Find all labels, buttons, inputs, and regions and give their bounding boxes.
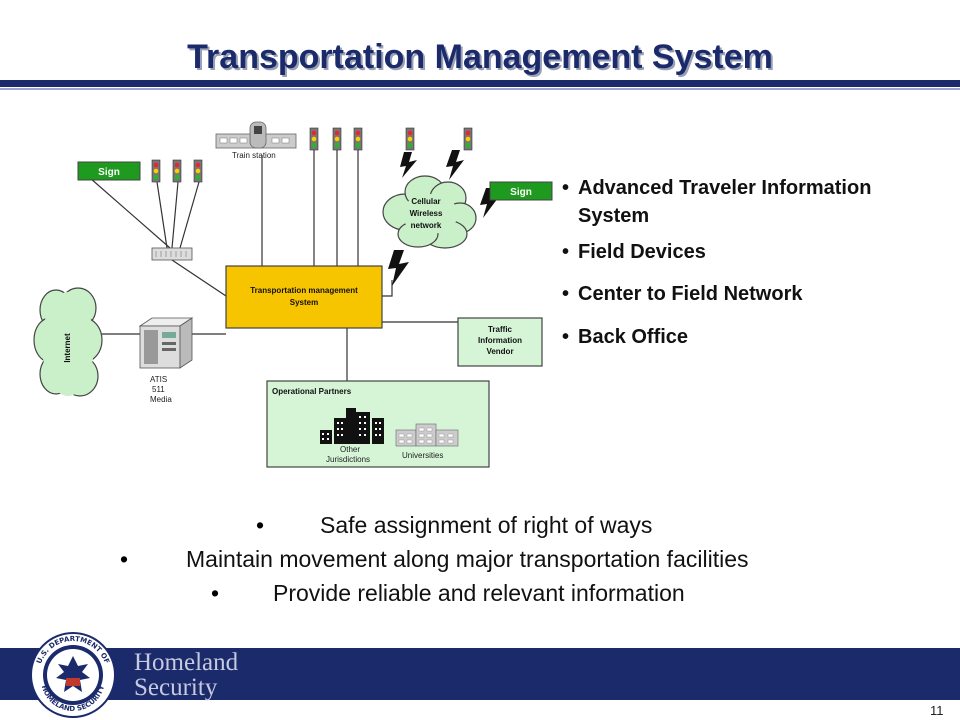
title-underline-light [0, 88, 960, 90]
bullet-item: Maintain movement along major transporta… [186, 546, 749, 572]
traffic-lights-right [405, 127, 473, 151]
legend-item-atis: Advanced Traveler Information System [562, 174, 942, 230]
lightning-icon [400, 152, 417, 178]
atis-server-icon [138, 317, 194, 369]
tms-box [225, 265, 383, 329]
atis-label-line2: 511 [152, 385, 165, 394]
traffic-vendor-line1: Traffic [488, 325, 513, 334]
traffic-lights-center [309, 127, 363, 151]
legend-item-field-devices: Field Devices [562, 238, 942, 266]
bullet-dot: • [211, 580, 220, 606]
dhs-seal-logo: U.S. DEPARTMENT OF HOMELAND SECURITY [30, 632, 116, 718]
bullet-item: Provide reliable and relevant informatio… [273, 580, 685, 606]
connector-lines [89, 148, 458, 381]
title-underline [0, 80, 960, 87]
other-jurisdictions-line2: Jurisdictions [326, 455, 370, 464]
lightning-icon [388, 250, 409, 286]
bullet-dot: • [120, 546, 129, 572]
field-controller-box [151, 247, 193, 261]
traffic-vendor-line2: Information [478, 336, 522, 345]
slide-title: Transportation Management System [187, 38, 773, 76]
bullet-dot: • [256, 512, 265, 538]
internet-label: Internet [63, 333, 72, 363]
city-buildings-icon [320, 408, 384, 444]
legend-item-back-office: Back Office [562, 323, 942, 351]
cellular-label-line1: Cellular [411, 197, 440, 206]
footer-band [0, 648, 960, 700]
brand-wordmark-line2: Security [134, 674, 218, 701]
tms-label-line2: System [290, 298, 318, 307]
bullet-item: Safe assignment of right of ways [320, 512, 653, 538]
traffic-vendor-line3: Vendor [486, 347, 513, 356]
university-buildings-icon [395, 423, 459, 447]
system-diagram: Sign Train station Cel [33, 121, 553, 468]
traffic-vendor-box [457, 317, 543, 367]
cellular-network-cloud [382, 175, 477, 249]
brand-wordmark-line1: Homeland [134, 649, 239, 676]
train-station-building [215, 121, 297, 149]
sign-left-label: Sign [98, 167, 120, 178]
page-number: 11 [930, 703, 944, 718]
component-legend: Advanced Traveler Information System Fie… [562, 174, 942, 351]
train-station-label: Train station [232, 151, 276, 160]
other-jurisdictions-line1: Other [340, 445, 360, 454]
lightning-icon [480, 188, 498, 218]
sign-box-right [489, 181, 553, 201]
legend-item-center-to-field: Center to Field Network [562, 280, 942, 308]
cellular-label-line2: Wireless [410, 209, 443, 218]
internet-cloud [33, 287, 103, 397]
traffic-lights-left [151, 159, 203, 183]
tms-label-line1: Transportation management [250, 286, 358, 295]
lightning-icon [446, 150, 464, 180]
wireless-bolts [388, 150, 498, 286]
atis-label-line3: Media [150, 395, 172, 404]
cellular-label-line3: network [411, 221, 442, 230]
sign-right-label: Sign [510, 187, 532, 198]
sign-box-left [77, 161, 141, 181]
footer-bottom-strip [0, 700, 960, 720]
operational-partners-title: Operational Partners [272, 387, 352, 396]
universities-label: Universities [402, 451, 443, 460]
atis-label-line1: ATIS [150, 375, 167, 384]
